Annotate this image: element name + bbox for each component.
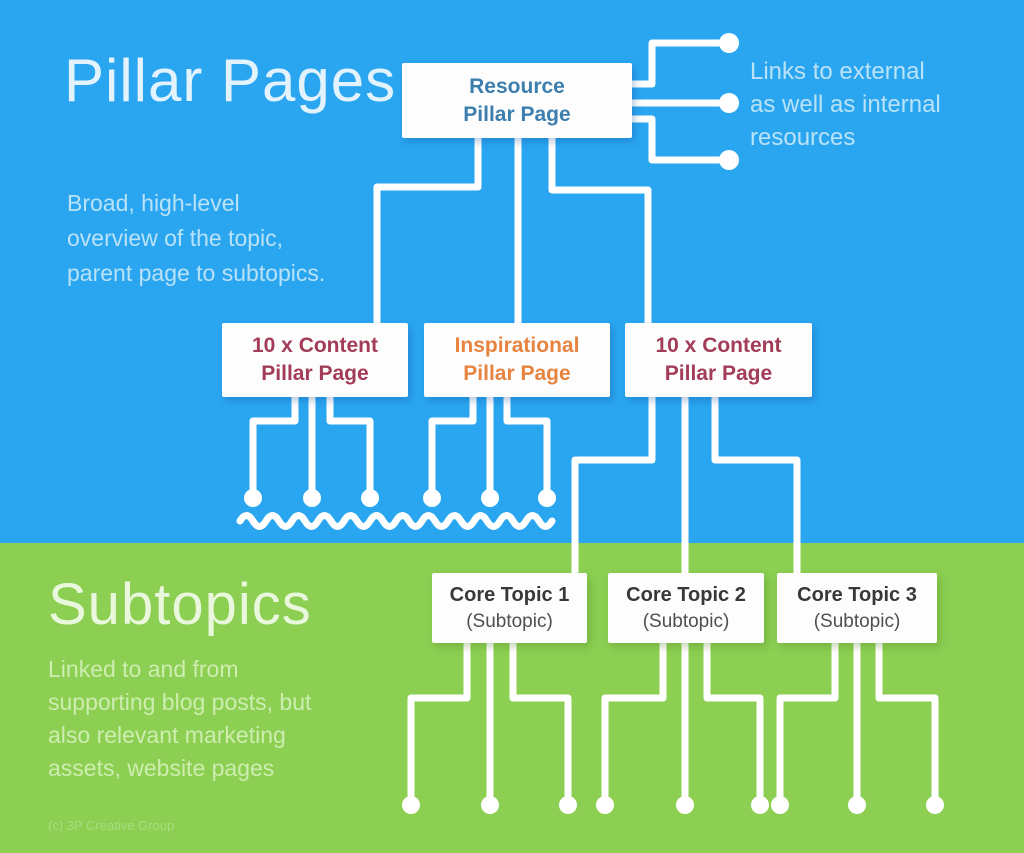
node-label-line: 10 x Content [655,334,782,357]
resource-pillar-page-node: Resource Pillar Page [402,63,632,138]
node-label-line: Pillar Page [261,362,369,385]
pillar-description-line: Broad, high-level [67,190,240,216]
content-right-to-core-connectors [571,392,801,579]
page-title: Pillar Pages [64,48,396,114]
core-topic-title: Core Topic 3 [797,584,917,606]
subtopics-description: Linked to and from supporting blog posts… [48,653,311,785]
content-left-subtopic-connectors [244,392,379,507]
node-label-line: 10 x Content [251,334,379,357]
core-topic-3-node: Core Topic 3 (Subtopic) [777,573,937,643]
core-topic-subtitle: (Subtopic) [813,611,901,632]
subtopics-description-line: Linked to and from [48,656,239,682]
inspirational-pillar-page-node: Inspirational Pillar Page [424,323,610,397]
resource-to-pillars-connectors [373,134,652,331]
core2-connectors [596,639,769,814]
page-title-line: Pages [221,47,397,114]
subtopics-title: Subtopics [48,572,312,637]
node-label-line: Pillar Page [463,362,571,385]
core-topic-title: Core Topic 1 [449,584,570,606]
subtopics-description-line: assets, website pages [48,755,275,781]
pillar-description-line: overview of the topic, [67,225,284,251]
content-pillar-page-left-node: 10 x Content Pillar Page [222,323,408,397]
page-title-line: Pillar [64,47,204,114]
core-topic-2-node: Core Topic 2 (Subtopic) [608,573,764,643]
core-topic-1-node: Core Topic 1 (Subtopic) [432,573,587,643]
subtopics-description-line: supporting blog posts, but [48,689,312,715]
core1-connectors [402,639,577,814]
node-label-line: Resource [469,74,565,98]
core-topic-title: Core Topic 2 [626,584,746,606]
wavy-line [236,512,556,530]
copyright-text: (c) 3P Creative Group [48,818,175,833]
annotation-line: resources [750,124,856,151]
core-topic-subtitle: (Subtopic) [466,611,553,632]
node-label-line: Inspirational [454,334,580,357]
annotation-line: Links to external [750,58,925,85]
node-label-line: Pillar Page [463,102,571,126]
pillar-description: Broad, high-level overview of the topic,… [67,186,325,291]
node-label-line: Pillar Page [664,362,773,385]
annotation-line: as well as internal [750,91,941,118]
core-topic-subtitle: (Subtopic) [642,611,730,632]
pillar-description-line: parent page to subtopics. [67,260,326,286]
content-pillar-page-right-node: 10 x Content Pillar Page [625,323,812,397]
core3-connectors [771,639,944,814]
external-links-annotation: Links to external as well as internal re… [750,55,941,154]
subtopics-description-line: also relevant marketing [48,722,286,748]
external-links-connectors [628,33,739,170]
inspirational-subtopic-connectors [423,392,556,507]
